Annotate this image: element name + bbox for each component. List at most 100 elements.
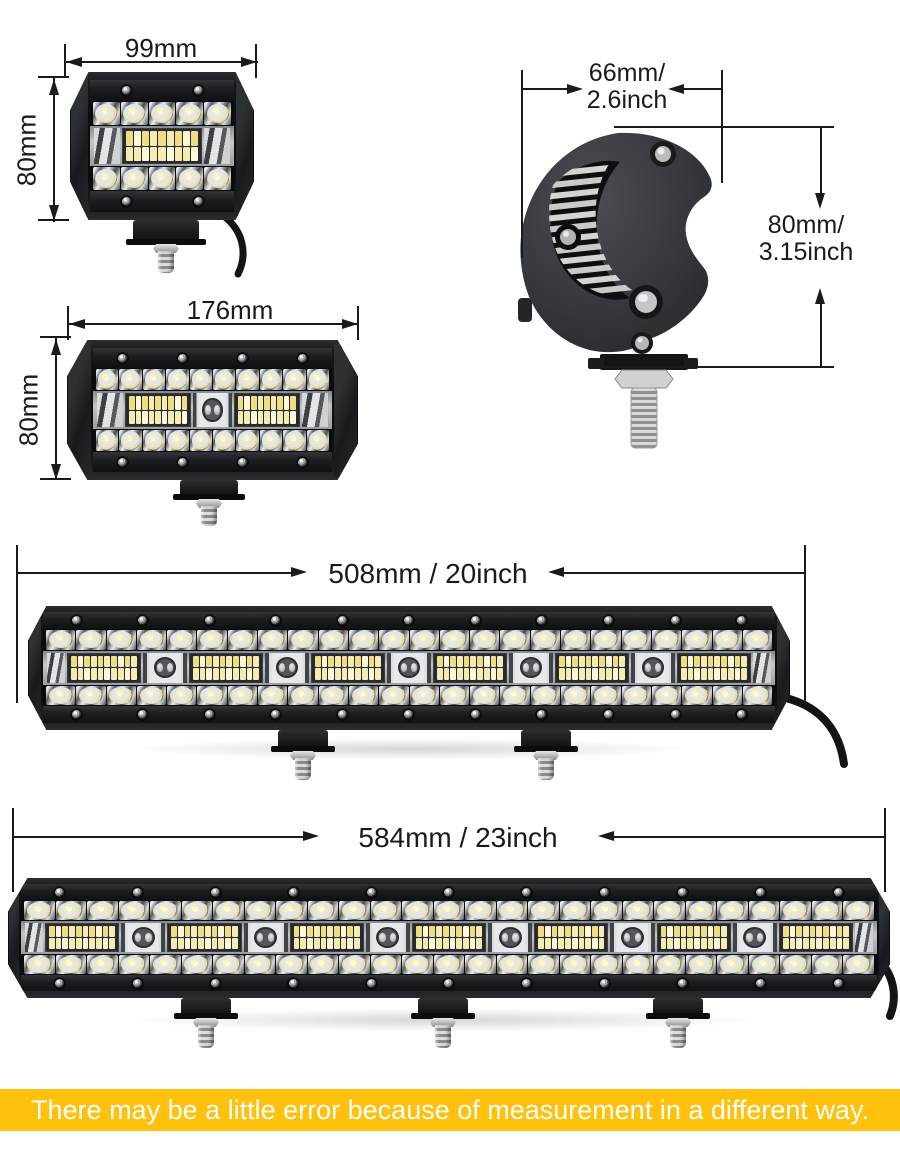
led-chip bbox=[829, 938, 836, 949]
led-chip bbox=[182, 146, 190, 161]
led-chip bbox=[239, 668, 246, 680]
round-led bbox=[276, 901, 307, 920]
round-led bbox=[318, 685, 348, 705]
led-chip bbox=[585, 938, 591, 949]
led-chip bbox=[571, 938, 578, 949]
screw bbox=[522, 978, 532, 988]
arrow-right-icon bbox=[291, 567, 307, 577]
led-chip bbox=[231, 938, 238, 949]
led-chip bbox=[75, 938, 82, 949]
round-led bbox=[591, 901, 622, 920]
led-chip bbox=[300, 926, 307, 937]
oval-led-dot bbox=[390, 933, 397, 942]
round-led bbox=[259, 430, 283, 451]
round-led bbox=[136, 630, 167, 650]
led-chip bbox=[62, 938, 69, 949]
led-chip bbox=[191, 938, 198, 949]
led-chip bbox=[166, 131, 174, 146]
round-led bbox=[283, 430, 306, 451]
led-chip bbox=[264, 410, 270, 424]
light-bar-housing bbox=[67, 340, 358, 480]
round-led bbox=[651, 685, 682, 705]
led-chip bbox=[354, 938, 360, 949]
round-led bbox=[150, 955, 181, 974]
led-chip bbox=[442, 938, 449, 949]
round-led bbox=[307, 955, 339, 974]
led-chip bbox=[213, 655, 219, 667]
end-cap bbox=[334, 343, 357, 477]
bar-frame-bottom bbox=[43, 706, 775, 723]
round-led bbox=[236, 430, 259, 451]
mounting-bracket bbox=[174, 998, 238, 1019]
round-led bbox=[213, 901, 244, 920]
led-chip bbox=[244, 396, 250, 410]
led-chip bbox=[150, 131, 158, 146]
screw bbox=[677, 978, 687, 988]
screw bbox=[71, 616, 81, 625]
led-chip bbox=[361, 668, 368, 680]
screw bbox=[604, 616, 614, 625]
width-dimension-line bbox=[564, 572, 805, 574]
round-led bbox=[227, 630, 258, 650]
end-cap bbox=[9, 881, 19, 995]
round-led bbox=[307, 901, 339, 920]
led-chip bbox=[313, 926, 320, 937]
screw bbox=[470, 616, 480, 625]
dimension-tick bbox=[67, 306, 69, 340]
round-led bbox=[106, 685, 136, 705]
bar-frame-bottom bbox=[21, 975, 877, 991]
round-led bbox=[370, 955, 402, 974]
led-chip bbox=[69, 926, 75, 937]
width-dimension-line bbox=[13, 836, 303, 838]
screw bbox=[178, 353, 188, 363]
round-led bbox=[87, 901, 118, 920]
reflector-wing bbox=[25, 923, 43, 952]
led-chip bbox=[436, 926, 442, 937]
led-chip bbox=[463, 668, 470, 680]
round-led bbox=[306, 430, 330, 451]
screw bbox=[677, 887, 687, 897]
oval-led-dot bbox=[205, 404, 211, 416]
led-chip bbox=[178, 926, 184, 937]
led-chip bbox=[109, 926, 116, 937]
screw bbox=[204, 616, 214, 625]
screw bbox=[138, 616, 148, 625]
led-chip bbox=[809, 938, 816, 949]
led-chip bbox=[469, 926, 476, 937]
round-led bbox=[712, 685, 742, 705]
led-chip bbox=[131, 655, 137, 667]
led-chip bbox=[283, 396, 290, 410]
led-chip bbox=[253, 655, 259, 667]
width-dimension-line bbox=[684, 88, 722, 90]
led-chip bbox=[191, 926, 198, 937]
round-led bbox=[213, 955, 244, 974]
led-chip bbox=[559, 655, 565, 667]
extension-line bbox=[602, 366, 834, 368]
oval-led-module bbox=[265, 652, 309, 683]
round-led bbox=[717, 901, 748, 920]
side-tab bbox=[518, 298, 532, 322]
screw bbox=[297, 457, 307, 467]
screw bbox=[211, 887, 221, 897]
screw bbox=[118, 457, 128, 467]
led-chip bbox=[340, 938, 347, 949]
led-chip bbox=[117, 668, 124, 680]
screw bbox=[138, 710, 148, 719]
led-chip bbox=[84, 655, 91, 667]
led-chip bbox=[354, 926, 360, 937]
led-chip bbox=[721, 926, 727, 937]
led-chip bbox=[816, 938, 823, 949]
led-chip bbox=[667, 926, 673, 937]
led-chip bbox=[687, 668, 694, 680]
screw bbox=[522, 887, 532, 897]
mid-led-strip bbox=[90, 126, 234, 166]
led-chip bbox=[333, 926, 340, 937]
led-chip bbox=[315, 655, 321, 667]
arrow-down-icon bbox=[51, 464, 61, 480]
led-chip bbox=[565, 668, 572, 680]
width-dimension-label: 176mm bbox=[186, 295, 274, 325]
dimension-tick bbox=[64, 44, 66, 78]
width-dimension-line bbox=[65, 61, 258, 63]
round-led bbox=[46, 630, 76, 650]
bar-frame-bottom bbox=[90, 191, 234, 212]
